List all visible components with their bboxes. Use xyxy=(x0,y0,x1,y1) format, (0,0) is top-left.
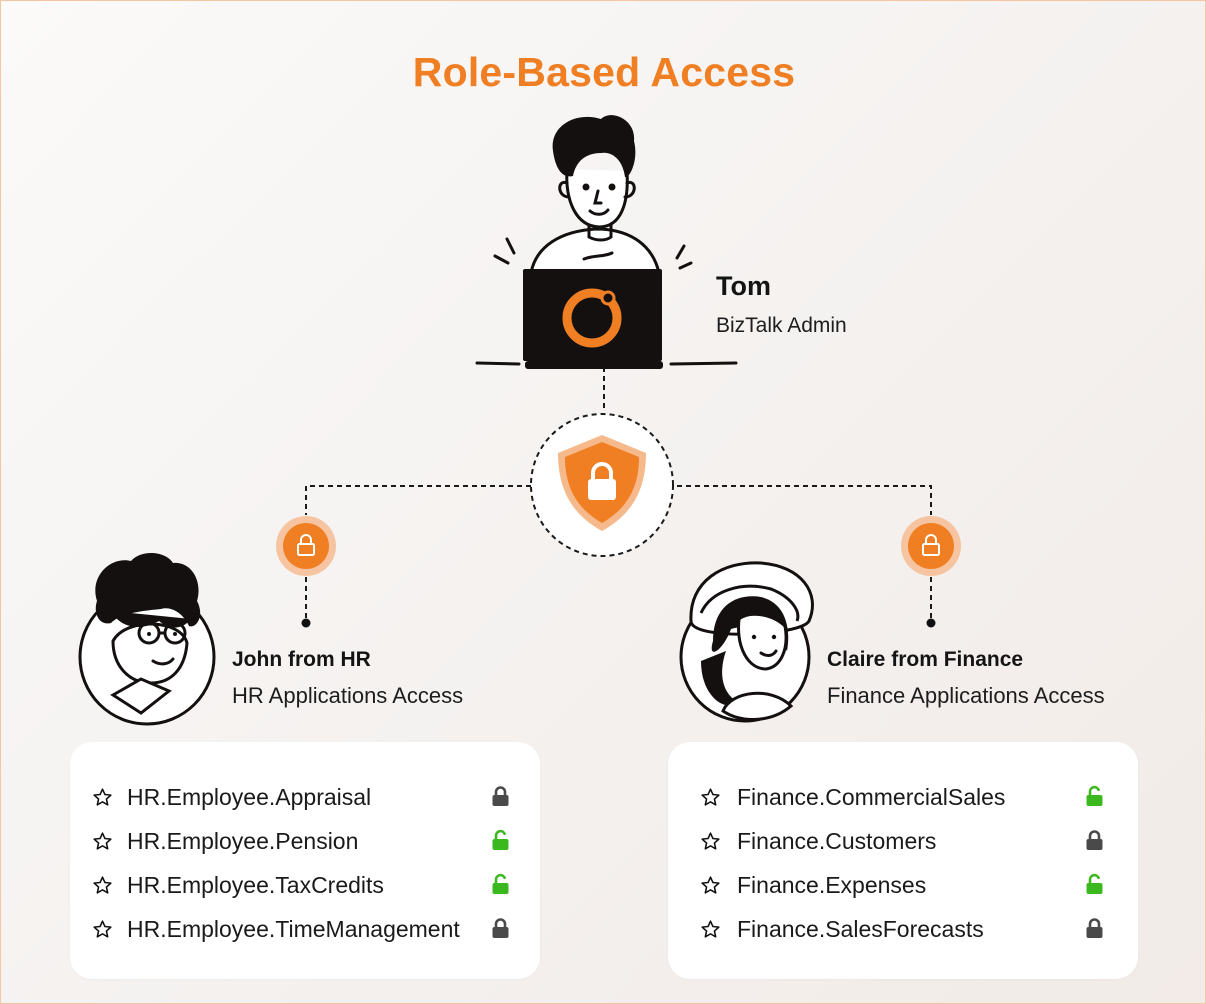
padlock-icon-john xyxy=(276,516,336,576)
connector-shield-to-john xyxy=(305,485,531,515)
admin-avatar-illustration xyxy=(475,167,738,366)
app-name: HR.Employee.TimeManagement xyxy=(127,916,460,942)
star-icon[interactable] xyxy=(700,787,721,808)
john-avatar xyxy=(78,552,216,726)
admin-hair xyxy=(552,115,636,178)
app-name: HR.Employee.Pension xyxy=(127,828,359,854)
padlock-icon-claire xyxy=(901,516,961,576)
connector-dot-john xyxy=(301,618,311,628)
claire-avatar xyxy=(679,561,814,723)
connector-lines xyxy=(305,367,932,621)
app-name: Finance.Expenses xyxy=(737,872,927,898)
user-role-john: HR Applications Access xyxy=(232,683,464,708)
app-name: Finance.Customers xyxy=(737,828,937,854)
laptop-icon xyxy=(523,269,663,369)
app-row[interactable]: Finance.SalesForecasts xyxy=(668,914,1138,944)
connector-shield-to-claire xyxy=(677,485,932,515)
app-row[interactable]: Finance.CommercialSales xyxy=(668,782,1138,812)
star-icon[interactable] xyxy=(700,919,721,940)
app-row[interactable]: HR.Employee.Appraisal xyxy=(70,782,540,812)
lock-closed-icon xyxy=(491,917,510,939)
app-name: Finance.SalesForecasts xyxy=(737,916,984,942)
star-icon[interactable] xyxy=(700,875,721,896)
user-name-claire: Claire from Finance xyxy=(827,648,1024,671)
lock-open-icon xyxy=(491,829,510,851)
connector-dot-claire xyxy=(926,618,936,628)
app-row[interactable]: HR.Employee.TimeManagement xyxy=(70,914,540,944)
app-name: Finance.CommercialSales xyxy=(737,784,1006,810)
lock-open-icon xyxy=(1085,785,1104,807)
admin-name: Tom xyxy=(716,271,771,301)
lock-open-icon xyxy=(491,873,510,895)
user-name-john: John from HR xyxy=(232,648,371,671)
app-row[interactable]: Finance.Expenses xyxy=(668,870,1138,900)
page-title: Role-Based Access xyxy=(412,49,796,95)
app-name: HR.Employee.Appraisal xyxy=(127,784,372,810)
star-icon[interactable] xyxy=(92,875,113,896)
star-icon[interactable] xyxy=(92,787,113,808)
star-icon[interactable] xyxy=(92,831,113,852)
app-name: HR.Employee.TaxCredits xyxy=(127,872,384,898)
lock-open-icon xyxy=(1085,873,1104,895)
shield-lock-icon xyxy=(558,435,646,531)
lock-closed-icon xyxy=(1085,829,1104,851)
user-role-claire: Finance Applications Access xyxy=(827,683,1105,708)
star-icon[interactable] xyxy=(92,919,113,940)
admin-role: BizTalk Admin xyxy=(716,314,847,337)
app-row[interactable]: HR.Employee.TaxCredits xyxy=(70,870,540,900)
app-row[interactable]: Finance.Customers xyxy=(668,826,1138,856)
app-row[interactable]: HR.Employee.Pension xyxy=(70,826,540,856)
lock-closed-icon xyxy=(491,785,510,807)
star-icon[interactable] xyxy=(700,831,721,852)
lock-closed-icon xyxy=(1085,917,1104,939)
